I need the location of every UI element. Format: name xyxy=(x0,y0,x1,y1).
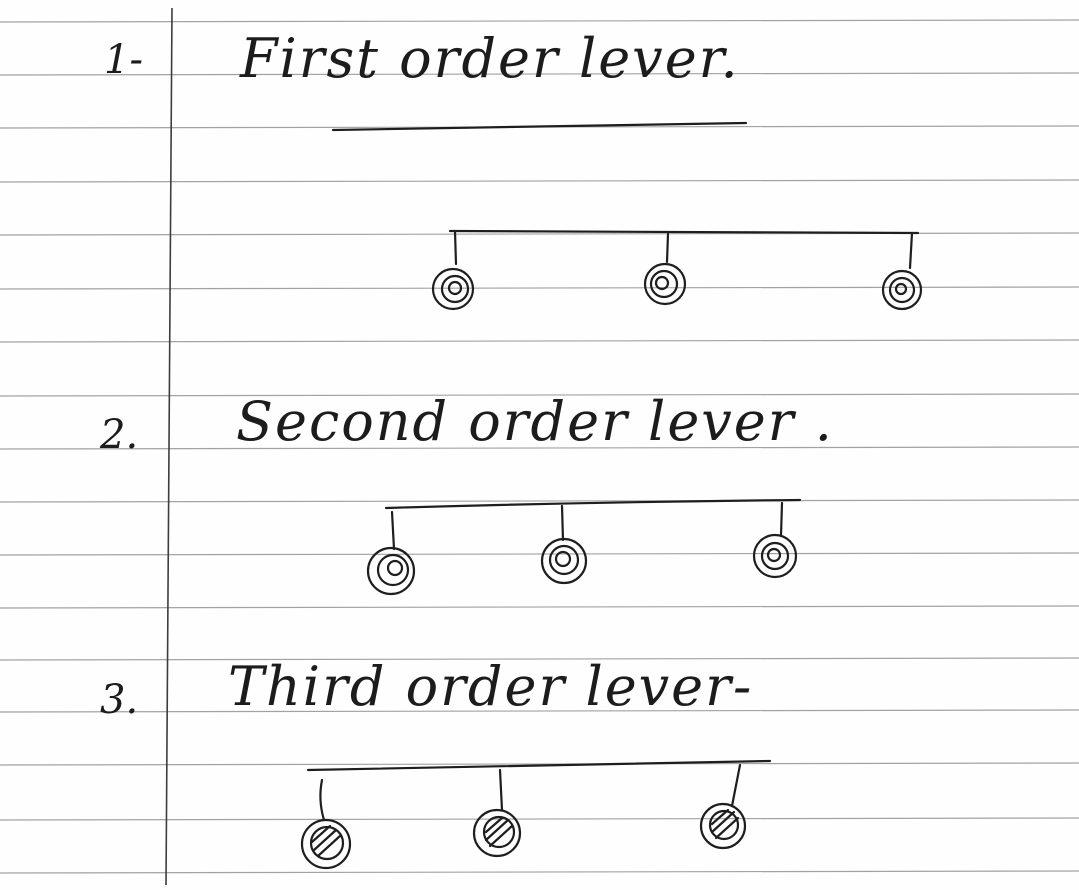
lever-2-weight-middle xyxy=(542,506,586,583)
lever-1-weight-right xyxy=(883,233,921,309)
title-underline xyxy=(333,123,746,130)
lever-3-diagram xyxy=(302,761,770,868)
lever-3-weight-right xyxy=(701,765,745,848)
lever-3-bar xyxy=(308,761,770,770)
lever-1-weight-middle xyxy=(645,234,685,304)
lever-3-weight-left xyxy=(302,780,350,868)
lever-2-bar xyxy=(386,500,800,508)
lever-2-diagram xyxy=(368,500,800,594)
lever-1-weight-left xyxy=(433,231,473,309)
lever-1-bar xyxy=(450,231,918,233)
lever-3-weight-middle xyxy=(474,770,520,856)
lever-2-weight-right xyxy=(754,503,796,577)
lever-2-weight-left xyxy=(368,512,414,594)
lever-1-diagram xyxy=(433,231,921,309)
